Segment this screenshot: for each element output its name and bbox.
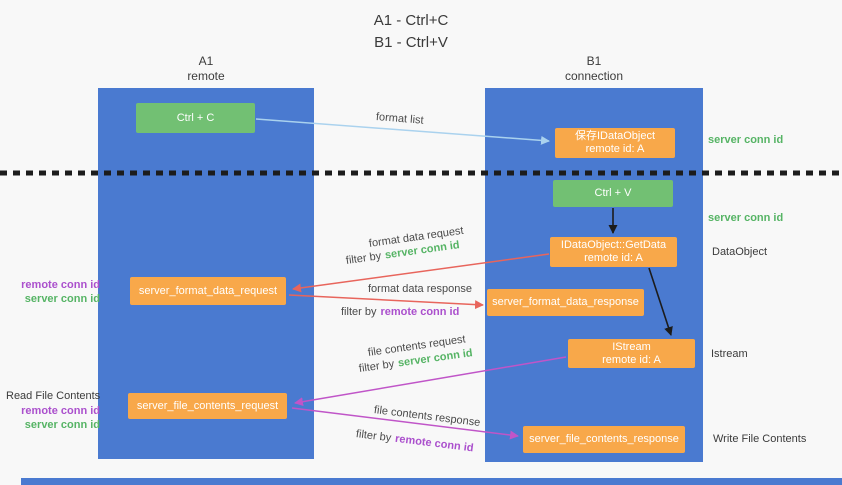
- format-list-arrow: [255, 118, 550, 145]
- filter-by-text: filter by: [341, 306, 377, 318]
- getdata-to-istream-arrow: [648, 267, 673, 336]
- format-data-response-arrow: [288, 294, 484, 310]
- server-conn-id-label-2: server conn id: [24, 419, 100, 431]
- node-getdata-line1: IDataObject::GetData: [560, 239, 667, 251]
- column-b-name: B1: [586, 54, 602, 68]
- node-istream: IStream remote id: A: [568, 339, 695, 368]
- dataobject-label: DataObject: [712, 246, 768, 258]
- remote-conn-id-label-1: remote conn id: [21, 279, 100, 291]
- node-file-response-label: server_file_contents_response: [529, 433, 679, 445]
- title-line-2: B1 - Ctrl+V: [374, 34, 448, 51]
- node-server-format-data-response: server_format_data_response: [487, 289, 644, 316]
- node-ctrl-c: Ctrl + C: [136, 103, 255, 133]
- column-a-header: A1 remote: [98, 54, 314, 84]
- remote-conn-id-label-2: remote conn id: [21, 405, 100, 417]
- write-file-contents-label: Write File Contents: [713, 433, 807, 445]
- server-conn-id-label-1: server conn id: [24, 293, 100, 305]
- node-format-response-label: server_format_data_response: [492, 296, 639, 308]
- node-server-file-contents-response: server_file_contents_response: [523, 426, 685, 453]
- node-getdata-line2: remote id: A: [584, 252, 643, 264]
- file-contents-response-arrow: [291, 407, 519, 440]
- node-server-format-data-request: server_format_data_request: [130, 277, 286, 305]
- node-server-file-contents-request: server_file_contents_request: [128, 393, 287, 419]
- node-istream-line1: IStream: [612, 340, 651, 353]
- format-data-response-label: format data response: [368, 283, 472, 295]
- filter-key-remote-conn-id: remote conn id: [380, 306, 460, 318]
- bottom-window-edge: [21, 478, 842, 485]
- title-line-1: A1 - Ctrl+C: [373, 12, 449, 29]
- column-b-header: B1 connection: [485, 54, 703, 84]
- column-a-subtitle: remote: [187, 69, 225, 83]
- server-conn-id-label-top: server conn id: [708, 134, 784, 146]
- node-file-request-label: server_file_contents_request: [136, 399, 279, 412]
- node-ctrl-v: Ctrl + V: [553, 180, 673, 207]
- column-a-name: A1: [198, 54, 214, 68]
- read-file-contents-label: Read File Contents: [6, 390, 101, 402]
- node-istream-line2: remote id: A: [602, 353, 661, 366]
- diagram-title: A1 - Ctrl+C B1 - Ctrl+V: [0, 10, 822, 54]
- column-b-subtitle: connection: [564, 69, 624, 83]
- file-contents-request-arrow: [294, 356, 567, 407]
- format-data-request-arrow: [292, 253, 550, 293]
- node-save-idataobject: 保存IDataObject remote id: A: [555, 128, 675, 158]
- node-save-idataobject-line1: 保存IDataObject: [574, 130, 656, 142]
- node-save-idataobject-line2: remote id: A: [585, 143, 645, 155]
- istream-label: Istream: [711, 348, 748, 360]
- node-ctrl-v-label: Ctrl + V: [594, 187, 632, 199]
- node-ctrl-c-label: Ctrl + C: [176, 111, 215, 124]
- node-idataobject-getdata: IDataObject::GetData remote id: A: [550, 237, 677, 267]
- server-conn-id-label-mid: server conn id: [708, 212, 784, 224]
- node-format-request-label: server_format_data_request: [138, 284, 278, 297]
